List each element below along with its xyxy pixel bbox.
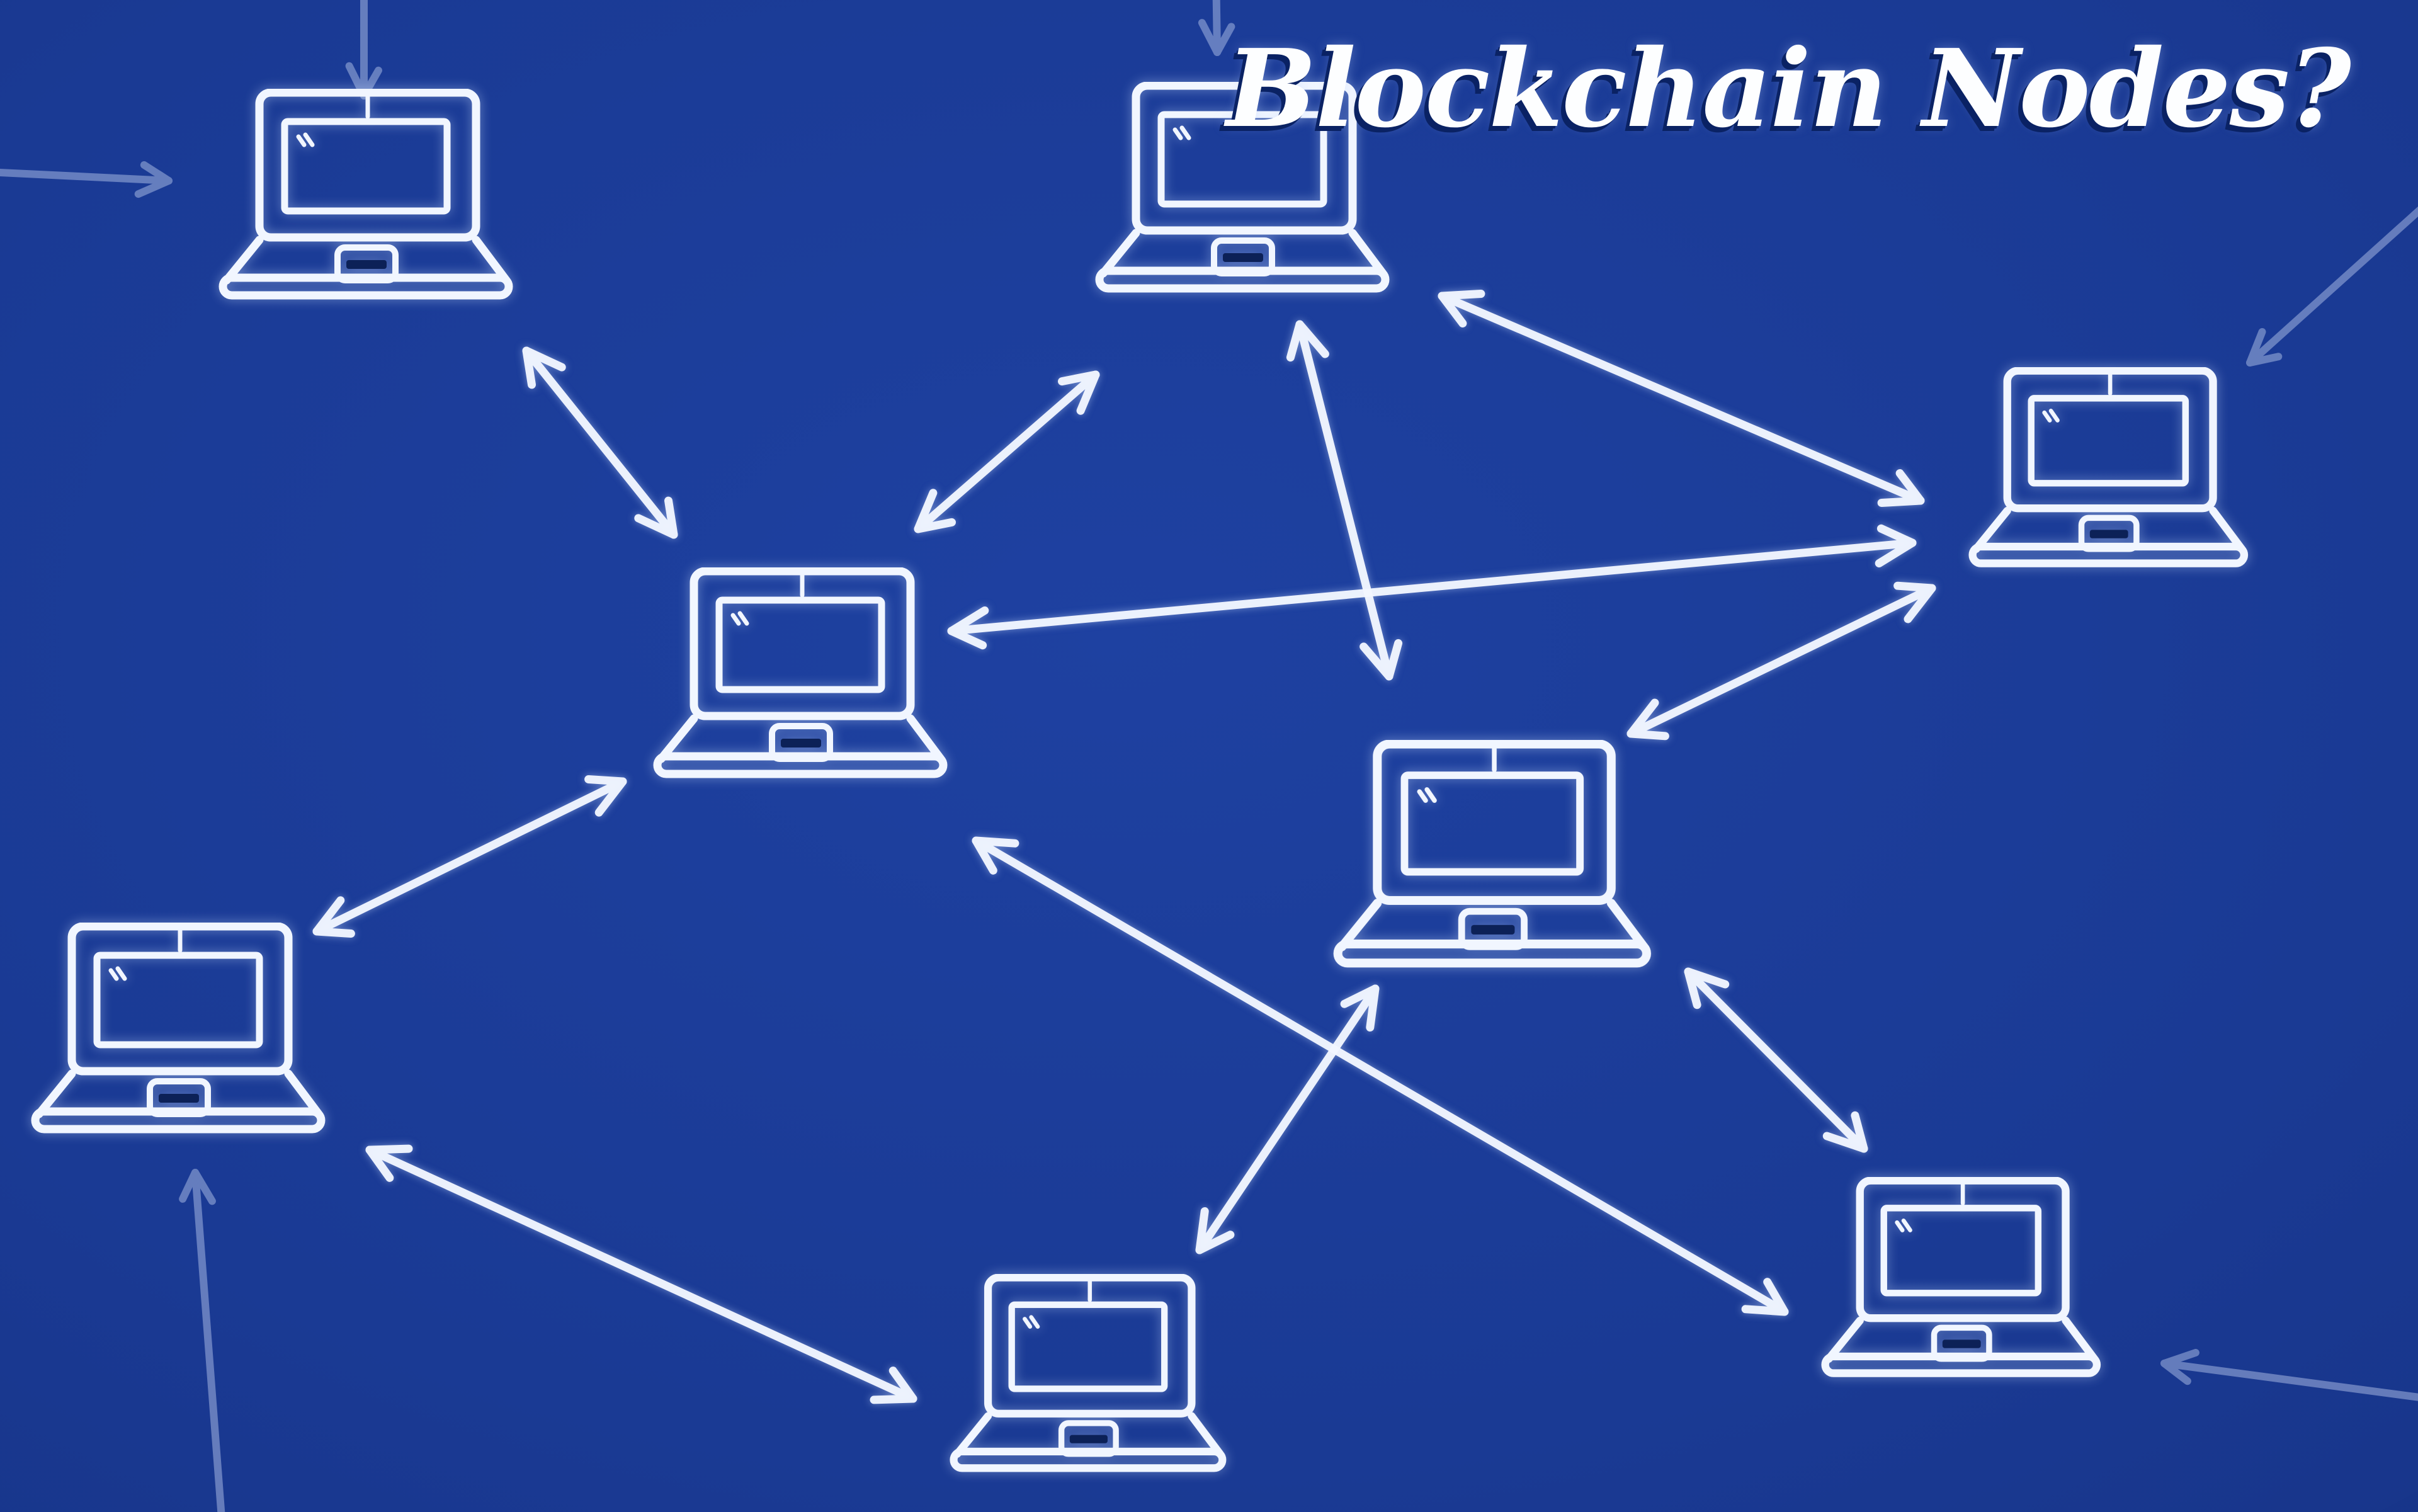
edge-offscreen-bottomright-in xyxy=(2160,1349,2418,1401)
edge-middleright-bottomright xyxy=(1684,967,1868,1153)
arrowhead-icon xyxy=(179,1169,216,1205)
arrowhead-icon xyxy=(2160,1349,2199,1385)
laptop-middle-right-icon xyxy=(1338,744,1647,963)
edge-shaft xyxy=(972,836,1789,1316)
laptop-center-icon xyxy=(657,571,943,774)
arrowhead-icon xyxy=(584,775,627,817)
arrowhead-icon xyxy=(134,161,173,198)
edge-topcenter-center xyxy=(914,370,1100,533)
edge-shaft xyxy=(1626,584,1936,738)
edge-shaft xyxy=(2246,206,2418,367)
laptop-right-icon xyxy=(1973,371,2244,564)
arrowhead-icon xyxy=(634,496,678,539)
laptop-bottom-right-icon xyxy=(1825,1181,2097,1373)
arrowhead-icon xyxy=(1684,967,1730,1009)
arrowhead-icon xyxy=(1340,984,1380,1032)
edge-shaft xyxy=(947,538,1917,635)
edge-topcenter-right xyxy=(1438,290,1925,507)
edge-middleright-bottomcenter xyxy=(1195,984,1380,1254)
edge-offscreen-bottomleft-in xyxy=(179,1169,225,1512)
arrowhead-icon xyxy=(1875,524,1917,567)
arrowhead-icon xyxy=(1438,290,1485,327)
arrowhead-icon xyxy=(1195,1207,1235,1254)
arrowhead-icon xyxy=(1626,698,1669,741)
edge-right-middleright xyxy=(1626,581,1936,741)
edge-center-bottomright xyxy=(972,836,1789,1316)
edge-offscreen-topright-in xyxy=(2246,206,2418,367)
edge-offscreen-left-in xyxy=(0,161,173,198)
edge-shaft xyxy=(1684,967,1868,1153)
edge-shaft xyxy=(191,1169,225,1512)
edges-bright-group xyxy=(312,290,1936,1404)
arrowhead-icon xyxy=(1359,639,1403,681)
laptop-left-icon xyxy=(35,926,321,1129)
arrowhead-icon xyxy=(312,896,355,938)
edge-shaft xyxy=(522,346,678,539)
edge-shaft xyxy=(1212,0,1221,56)
edge-shaft xyxy=(312,777,627,936)
arrowhead-icon xyxy=(1741,1278,1789,1316)
edge-shaft xyxy=(0,168,173,185)
edge-shaft xyxy=(2160,1360,2418,1401)
arrowhead-icon xyxy=(1822,1111,1868,1153)
laptop-bottom-center-icon xyxy=(954,1278,1223,1469)
edge-shaft xyxy=(365,1145,917,1403)
arrowhead-icon xyxy=(1893,581,1936,623)
arrowhead-icon xyxy=(522,346,566,389)
arrowhead-icon xyxy=(365,1144,413,1182)
edge-shaft xyxy=(1438,292,1925,505)
edge-topleft-center xyxy=(522,346,678,539)
edge-offscreen-top-1 xyxy=(345,0,382,99)
edge-left-bottomcenter xyxy=(365,1144,917,1404)
laptop-top-left-icon xyxy=(223,93,509,295)
arrowhead-icon xyxy=(870,1367,917,1404)
edge-shaft xyxy=(914,370,1100,533)
edge-center-left xyxy=(312,775,627,938)
edge-offscreen-top-2 xyxy=(1198,0,1235,56)
arrowhead-icon xyxy=(2246,328,2283,367)
arrowhead-icon xyxy=(1198,19,1235,56)
arrowhead-icon xyxy=(1286,320,1329,362)
nodes-group xyxy=(35,86,2244,1468)
edge-topcenter-middleright xyxy=(1286,320,1403,681)
page-title: Blockchain Nodes? xyxy=(1226,26,2351,152)
arrowhead-icon xyxy=(914,489,956,533)
arrowhead-icon xyxy=(1877,469,1925,507)
edge-shaft xyxy=(1195,984,1380,1254)
edge-shaft xyxy=(1295,320,1393,681)
arrowhead-icon xyxy=(972,836,1019,875)
arrowhead-icon xyxy=(947,606,989,650)
arrowhead-icon xyxy=(1058,370,1100,415)
edge-center-right-long xyxy=(947,524,1917,650)
